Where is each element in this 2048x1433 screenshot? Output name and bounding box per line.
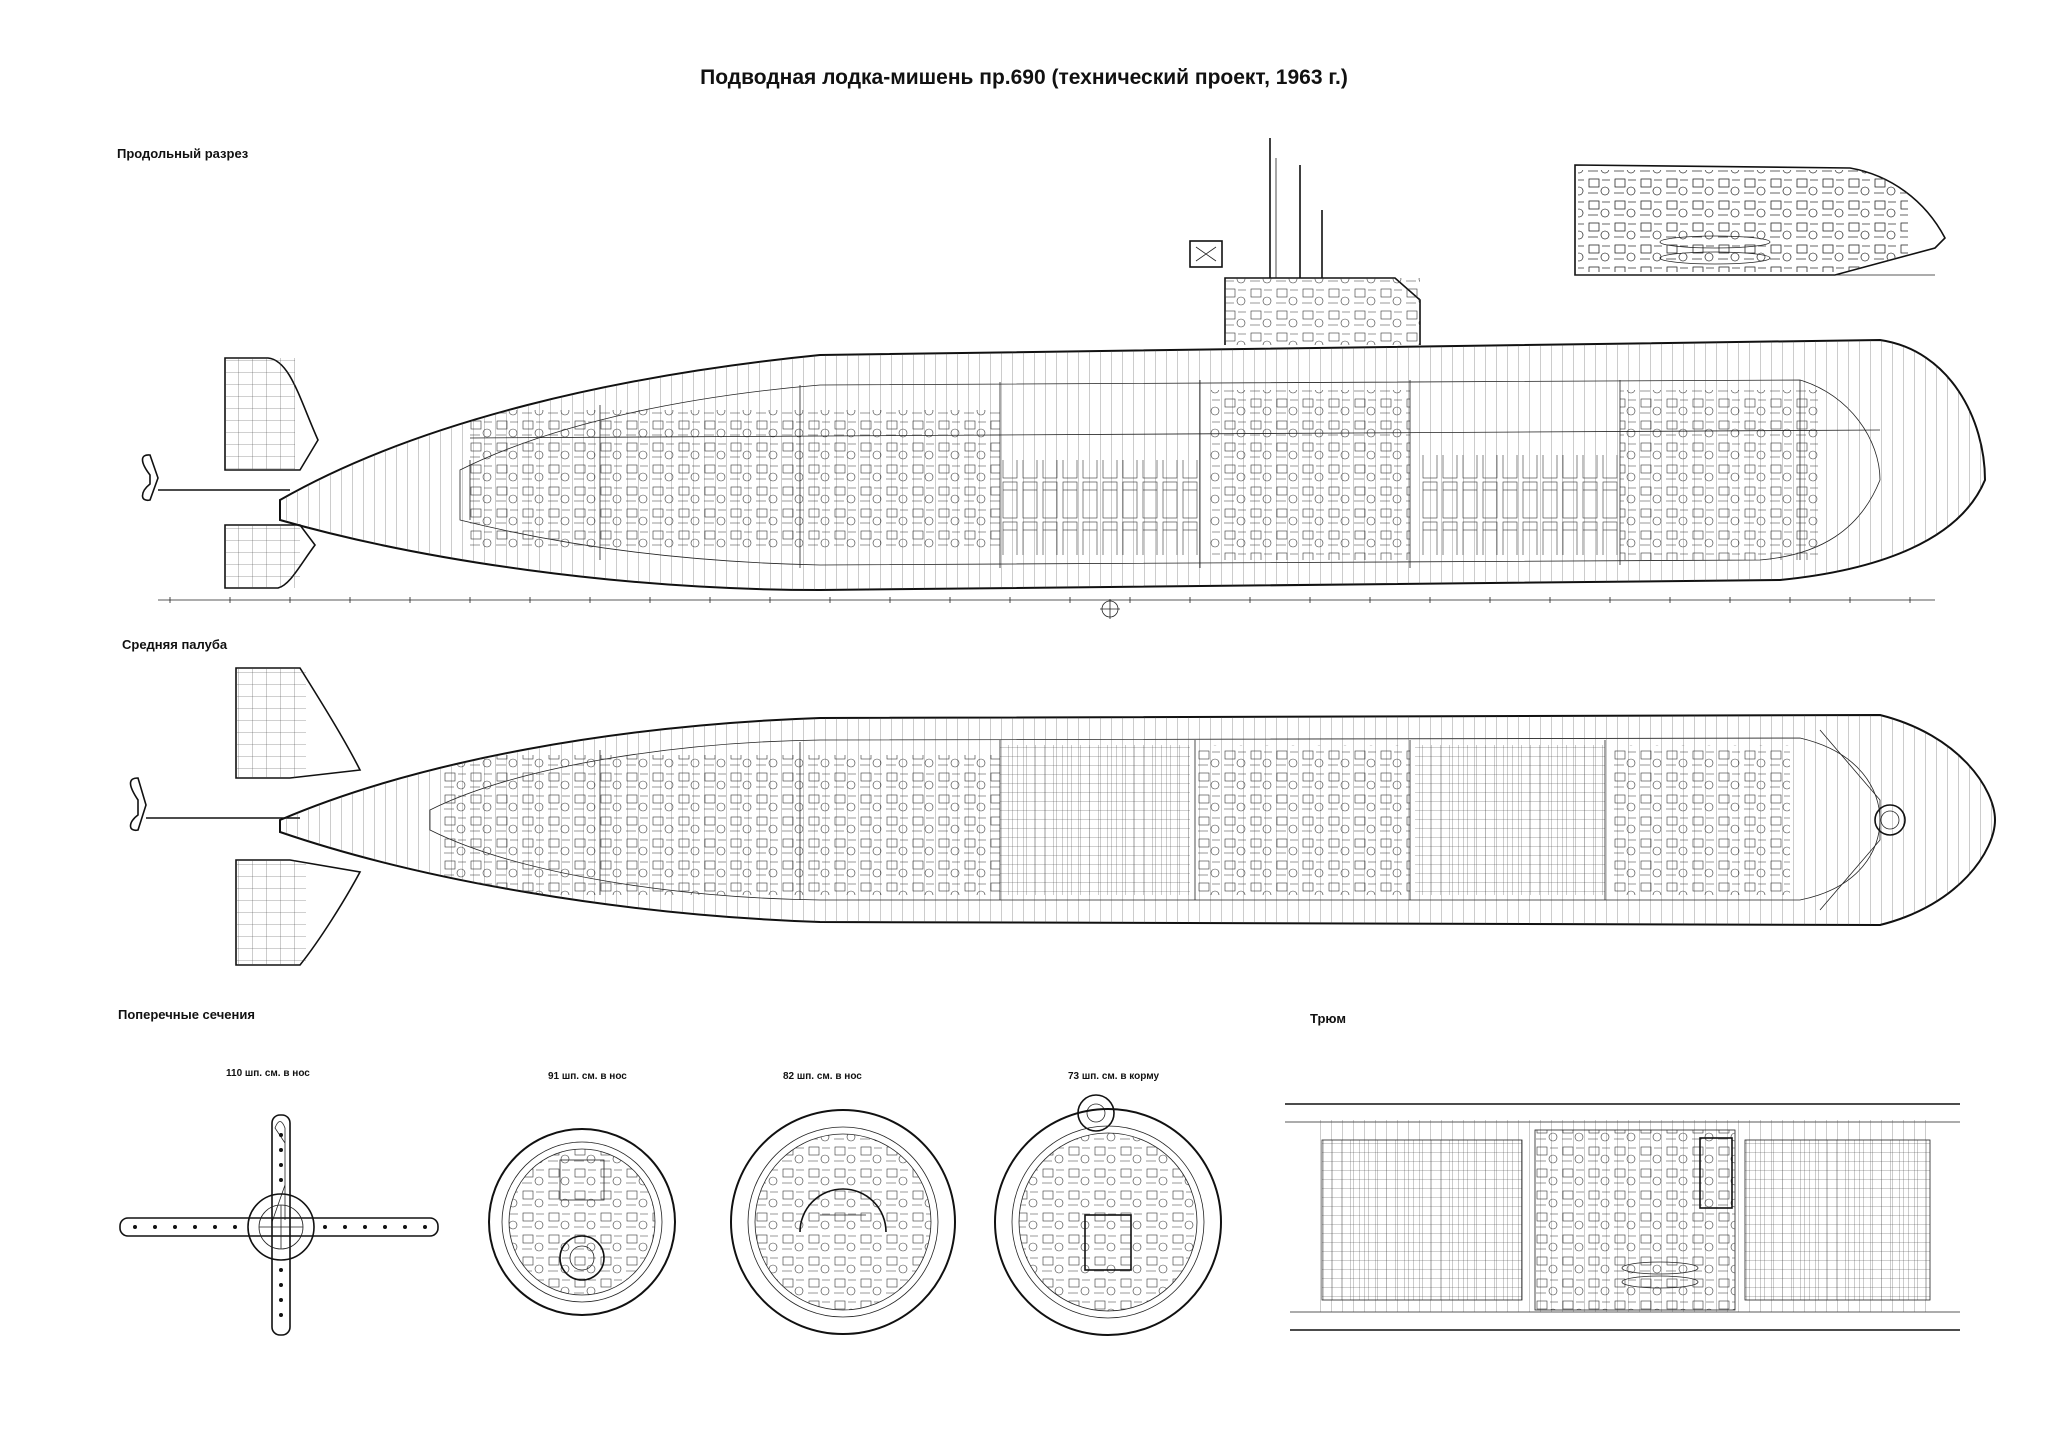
- cross-section-82: [730, 1109, 956, 1335]
- cross-section-label-82: 82 шп. см. в нос: [783, 1071, 862, 1082]
- middle-deck-plan: [129, 667, 1997, 966]
- bow-detail-inset: [1574, 164, 1946, 276]
- hold-plan: [1285, 1103, 1960, 1331]
- cross-section-label-110: 110 шп. см. в нос: [226, 1068, 310, 1079]
- cross-section-73: [994, 1094, 1222, 1336]
- section-label-middle-deck: Средняя палуба: [122, 637, 228, 652]
- section-label-cross-sections: Поперечные сечения: [118, 1007, 255, 1022]
- section-label-hold: Трюм: [1310, 1011, 1346, 1026]
- drawing-title: Подводная лодка-мишень пр.690 (техническ…: [700, 66, 1348, 89]
- section-label-longitudinal: Продольный разрез: [117, 146, 249, 161]
- cross-section-label-73: 73 шп. см. в корму: [1068, 1071, 1160, 1082]
- cross-section-label-91: 91 шп. см. в нос: [548, 1071, 627, 1082]
- cross-section-91: [488, 1128, 676, 1316]
- cross-section-110: [119, 1114, 439, 1336]
